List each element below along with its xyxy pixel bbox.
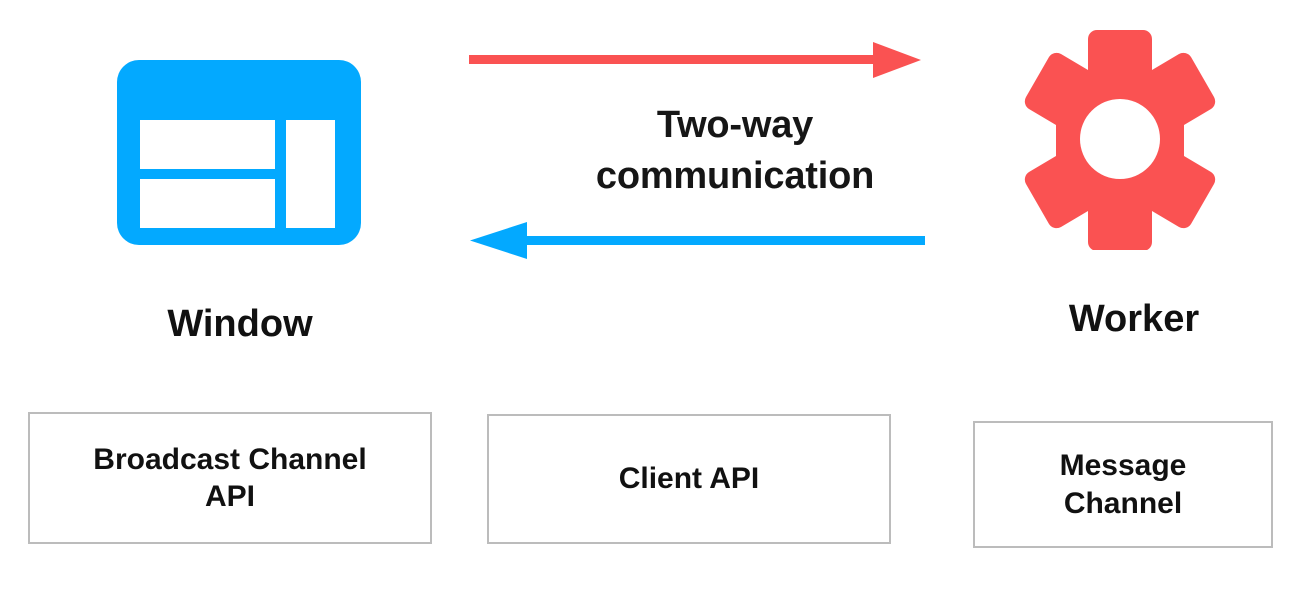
api-box-label-line-1: Client API xyxy=(618,462,760,496)
two-way-arrows xyxy=(469,42,925,259)
arrow-worker-to-window xyxy=(470,222,925,259)
caption-line-1: Two-way xyxy=(656,104,814,146)
connector-caption: Two-way communication xyxy=(515,100,955,203)
window-pane-right xyxy=(286,120,335,228)
gear-icon xyxy=(1024,30,1216,250)
api-box-label-line-2: Channel xyxy=(1063,486,1183,520)
node-label-window: Window xyxy=(167,303,313,345)
arrow-window-to-worker xyxy=(469,42,921,78)
caption-line-2: communication xyxy=(595,155,875,198)
api-box-message-channel: Message Channel xyxy=(973,421,1273,548)
window-pane-bottom-left xyxy=(140,179,275,228)
api-box-broadcast-channel-api: Broadcast Channel API xyxy=(28,412,432,544)
window-pane-top-left xyxy=(140,120,275,169)
node-label-worker: Worker xyxy=(1068,298,1200,340)
api-box-label-line-1: Broadcast Channel xyxy=(93,442,367,476)
browser-window-icon xyxy=(117,60,361,245)
api-box-label-line-2: API xyxy=(204,480,255,513)
api-box-label-line-1: Message xyxy=(1059,449,1187,482)
api-box-client-api: Client API xyxy=(487,414,891,544)
